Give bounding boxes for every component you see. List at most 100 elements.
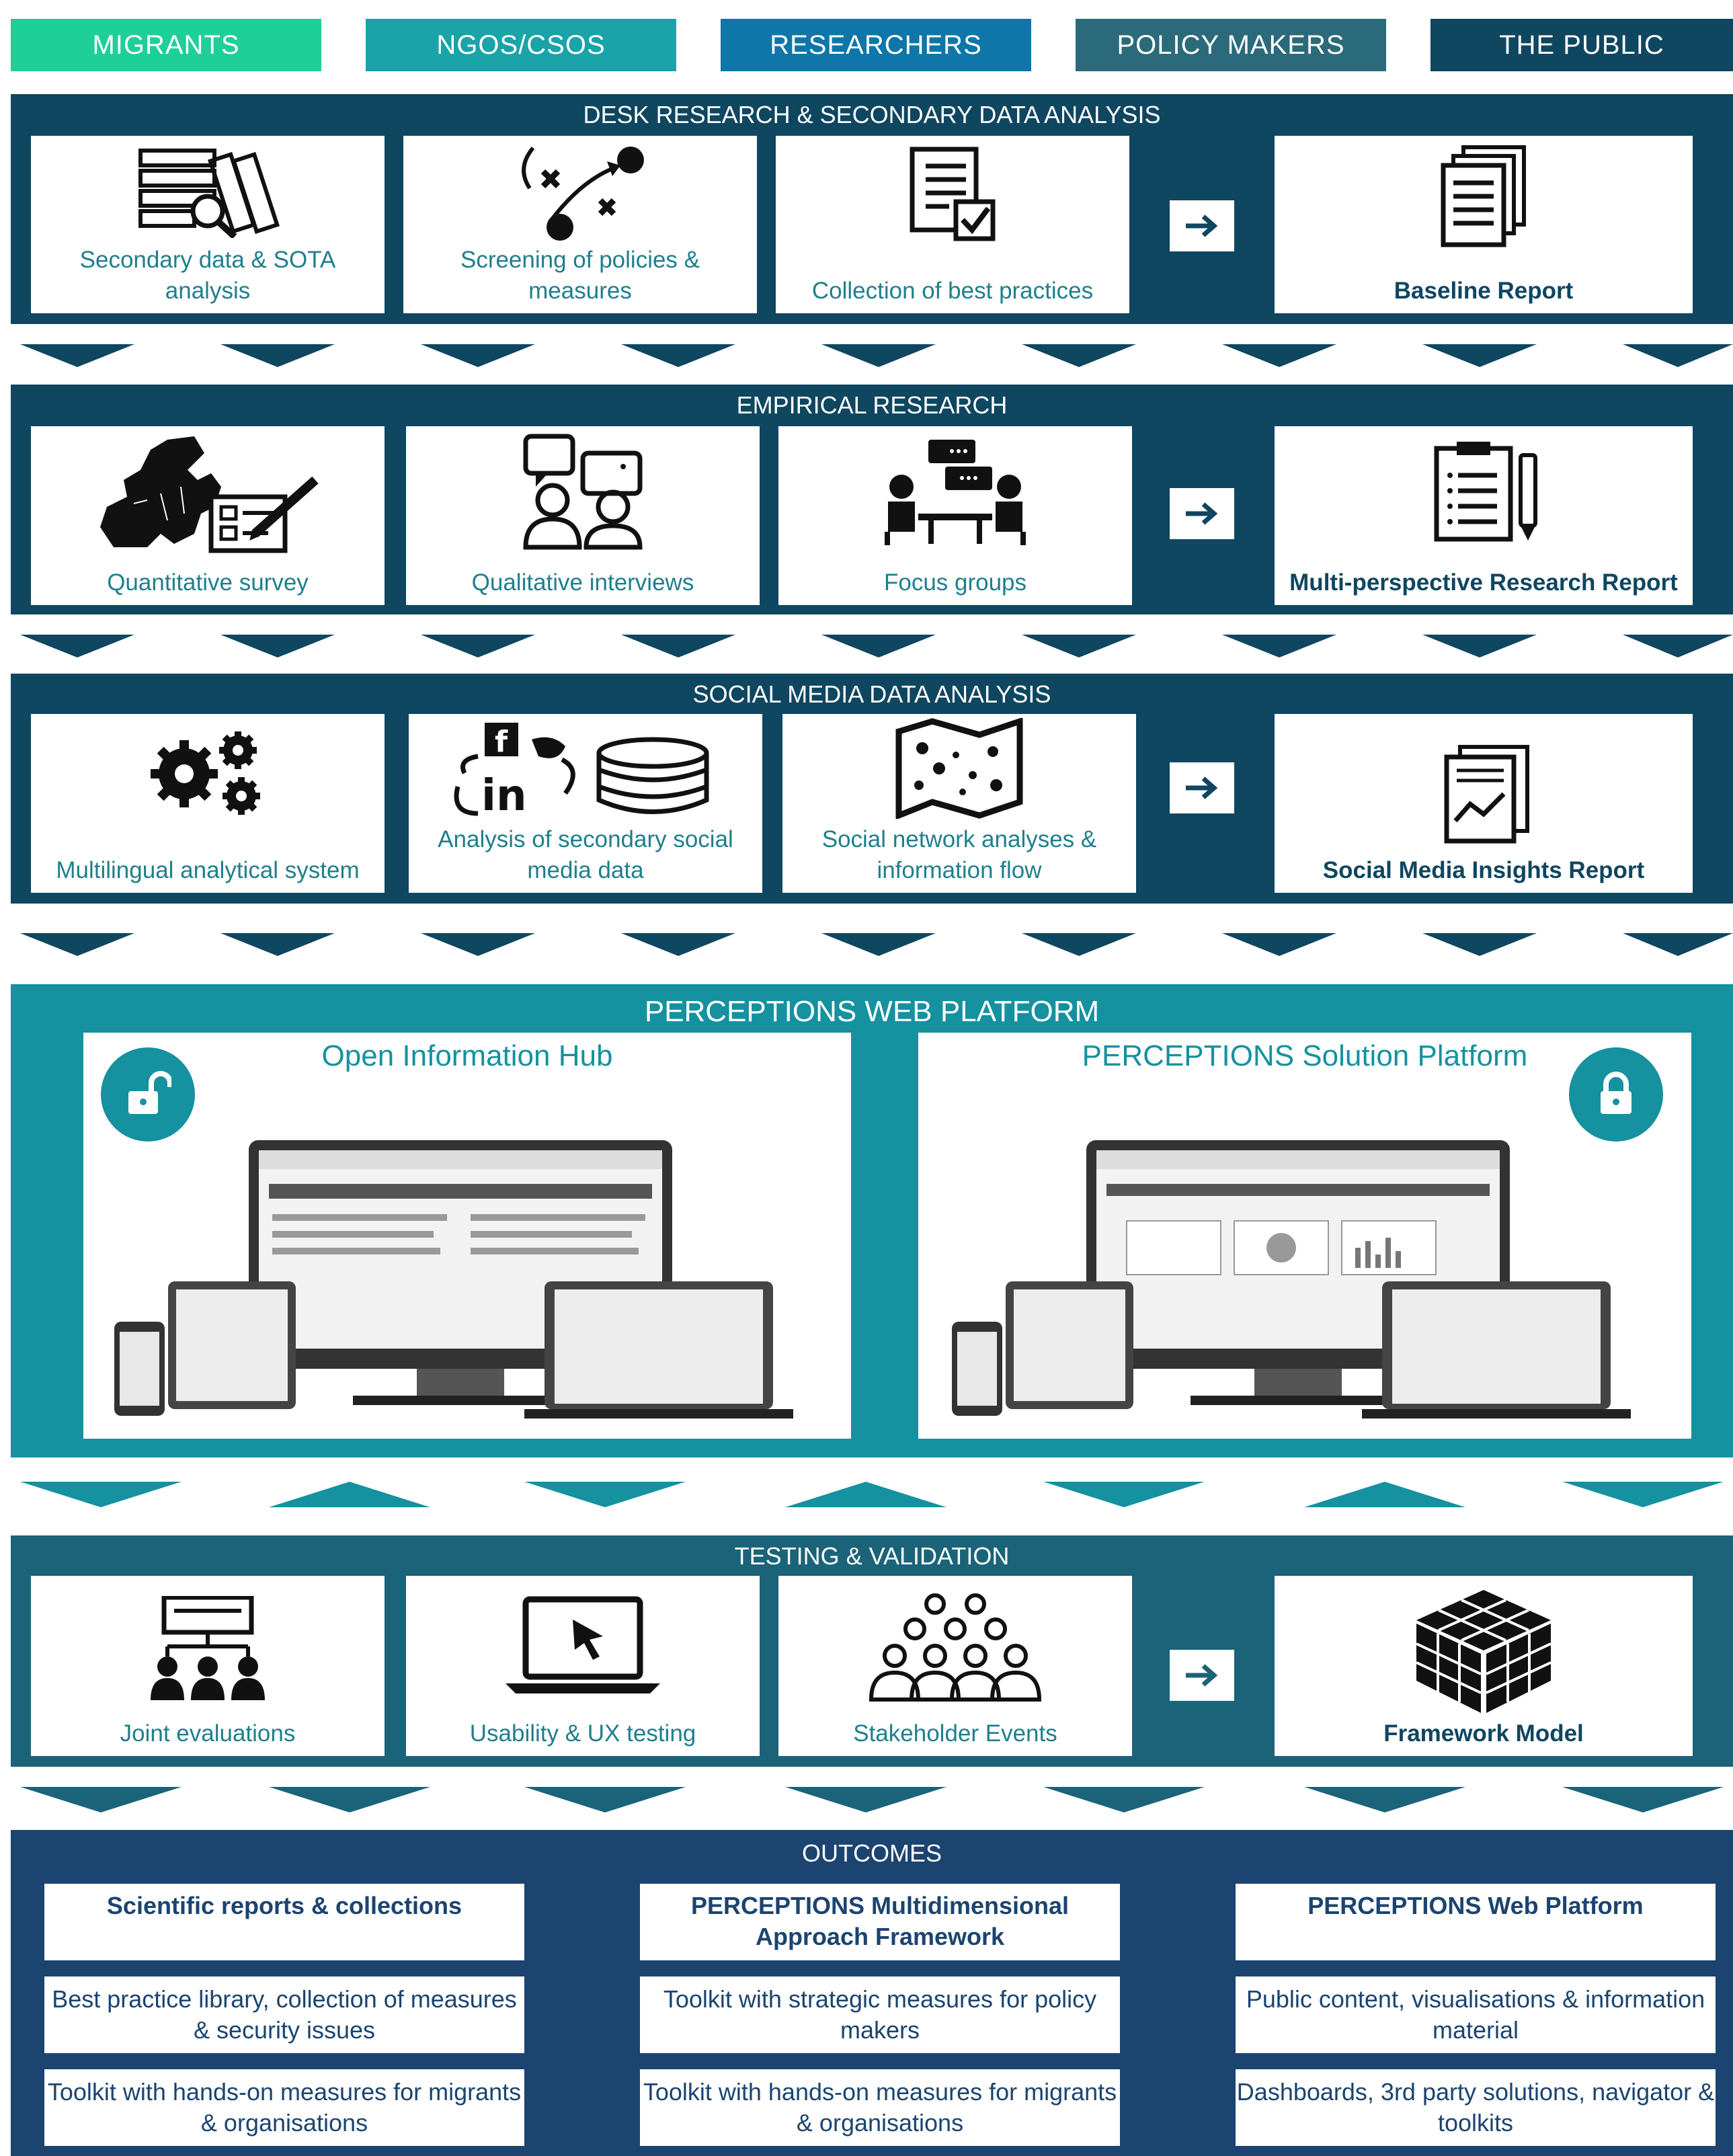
report-label: Multi-perspective Research Report — [1289, 569, 1678, 596]
solution-platform-panel: PERCEPTIONS Solution Platform — [918, 1033, 1691, 1439]
documents-magnifier-icon — [138, 149, 280, 238]
laptop-cursor-icon — [506, 1596, 660, 1693]
report-stack-icon — [1441, 145, 1526, 247]
tab-migrants[interactable]: MIGRANTS — [11, 19, 321, 71]
social-media-section: SOCIAL MEDIA DATA ANALYSIS Multilingual … — [11, 674, 1733, 904]
report-label: Social Media Insights Report — [1322, 857, 1645, 883]
chevron-down-icon — [621, 635, 735, 657]
card-usability-testing: Usability & UX testing — [406, 1576, 760, 1756]
card-label: Collection of best practices — [811, 278, 1094, 304]
chevron-down-icon — [821, 344, 936, 367]
card-quantitative-survey: Quantitative survey — [31, 426, 385, 605]
next-arrow — [1170, 762, 1234, 813]
svg-text:in: in — [481, 771, 527, 820]
chevron-up-icon — [1304, 1482, 1465, 1507]
tab-the-public[interactable]: THE PUBLIC — [1430, 19, 1733, 71]
devices-mockup-icon — [114, 1140, 793, 1419]
chevron-down-icon — [621, 344, 735, 367]
card-screening-policies: Screening of policies & measures — [403, 136, 757, 313]
card-baseline-report: Baseline Report — [1275, 136, 1693, 313]
svg-text:f: f — [495, 725, 508, 759]
card-label: Stakeholder Events — [853, 1720, 1057, 1747]
card-label: Multilingual analytical system — [56, 857, 360, 883]
arrow-right-icon — [1186, 214, 1218, 237]
card-framework-model: Framework Model — [1275, 1576, 1693, 1756]
audience-icon — [869, 1593, 1042, 1702]
chevron-down-icon — [20, 344, 134, 367]
outcome-item: Toolkit with hands-on measures for migra… — [44, 2069, 524, 2146]
locked-padlock-icon — [1569, 1047, 1663, 1142]
card-label: Screening of policies & measures — [460, 247, 700, 304]
chevron-down-icon — [1422, 635, 1537, 657]
chevron-down-icon — [421, 635, 535, 657]
chevron-down-icon — [1623, 635, 1733, 657]
chevron-up-icon — [785, 1482, 946, 1507]
card-label: Focus groups — [883, 569, 1027, 596]
tab-researchers[interactable]: RESEARCHERS — [721, 19, 1031, 71]
chevron-down-icon — [1422, 344, 1537, 367]
section-title: TESTING & VALIDATION — [734, 1542, 1010, 1570]
report-label: Framework Model — [1383, 1720, 1584, 1747]
section-title: OUTCOMES — [801, 1839, 942, 1867]
card-label: Qualitative interviews — [471, 569, 694, 596]
card-label: Usability & UX testing — [469, 1720, 696, 1747]
checklist-icon — [910, 147, 996, 241]
chevron-down-icon — [20, 635, 134, 657]
outcome-item: PERCEPTIONS Multidimensional Approach Fr… — [640, 1884, 1120, 1960]
card-secondary-data: Secondary data & SOTA analysis — [31, 136, 385, 313]
tab-ngos-csos[interactable]: NGOS/CSOS — [366, 19, 676, 71]
outcome-item: Toolkit with strategic measures for poli… — [640, 1977, 1120, 2053]
card-stakeholder-events: Stakeholder Events — [778, 1576, 1132, 1756]
chart-report-icon — [1444, 745, 1529, 844]
devices-mockup-icon — [952, 1140, 1631, 1419]
chevron-down-icon — [269, 1787, 430, 1812]
chevron-up-icon — [269, 1482, 430, 1507]
card-label: Analysis of secondary social media data — [438, 826, 733, 883]
chevron-down-icon — [1222, 344, 1336, 367]
panel-title: Open Information Hub — [321, 1039, 613, 1072]
outcome-item: Public content, visualisations & informa… — [1236, 1977, 1716, 2053]
arrow-right-icon — [1186, 776, 1218, 799]
chevron-down-icon — [1043, 1787, 1205, 1812]
chevron-down-icon — [20, 1482, 182, 1507]
network-map-icon — [895, 718, 1023, 819]
chevron-down-icon — [1222, 933, 1336, 956]
chevron-down-icon — [1623, 344, 1733, 367]
section-title: PERCEPTIONS WEB PLATFORM — [644, 995, 1100, 1028]
chevron-down-icon — [1022, 933, 1136, 956]
next-arrow — [1170, 488, 1234, 539]
interview-icon — [523, 434, 643, 550]
chevron-down-icon — [1022, 635, 1136, 657]
clipboard-pen-icon — [1434, 442, 1537, 542]
section-title: DESK RESEARCH & SECONDARY DATA ANALYSIS — [583, 101, 1161, 128]
chevron-down-icon — [1222, 635, 1336, 657]
panel-title: PERCEPTIONS Solution Platform — [1082, 1039, 1528, 1072]
social-database-icon: f in — [454, 723, 709, 820]
arrow-right-icon — [1186, 1664, 1218, 1687]
web-platform-section: PERCEPTIONS WEB PLATFORM Open Informatio… — [11, 984, 1733, 1458]
chevron-down-icon — [821, 635, 936, 657]
chevron-down-icon — [1422, 933, 1537, 956]
hierarchy-people-icon — [151, 1596, 265, 1700]
chevron-down-icon — [785, 1787, 946, 1812]
card-social-network: Social network analyses & information fl… — [782, 714, 1136, 893]
tab-policy-makers[interactable]: POLICY MAKERS — [1076, 19, 1386, 71]
section-title: SOCIAL MEDIA DATA ANALYSIS — [692, 680, 1051, 708]
chevron-down-icon — [1623, 933, 1733, 956]
card-qualitative-interviews: Qualitative interviews — [406, 426, 760, 605]
card-research-report: Multi-perspective Research Report — [1275, 426, 1693, 605]
outcomes-section: OUTCOMES Scientific reports & collection… — [11, 1830, 1733, 2156]
outcome-item: Best practice library, collection of mea… — [44, 1977, 524, 2053]
card-label: Social network analyses & information fl… — [821, 826, 1097, 883]
testing-validation-section: TESTING & VALIDATION Joint evaluations U… — [11, 1535, 1733, 1767]
unlocked-padlock-icon — [101, 1047, 195, 1142]
chevron-down-icon — [220, 933, 335, 956]
next-arrow — [1170, 200, 1234, 251]
arrow-right-icon — [1186, 502, 1218, 525]
next-arrow — [1170, 1650, 1234, 1701]
chevron-down-icon — [421, 344, 535, 367]
outcome-item: Dashboards, 3rd party solutions, navigat… — [1236, 2069, 1716, 2146]
chevron-down-icon — [1562, 1482, 1724, 1507]
chevron-down-icon — [524, 1482, 686, 1507]
chevron-down-icon — [1562, 1787, 1724, 1812]
